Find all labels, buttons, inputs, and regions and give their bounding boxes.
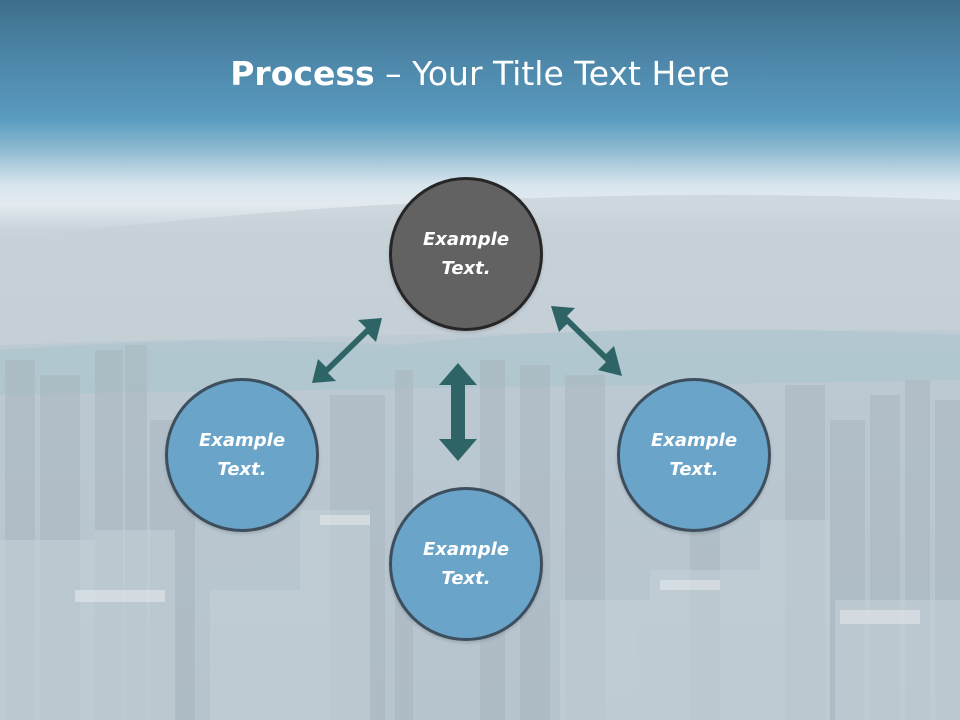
title-bold: Process — [230, 54, 375, 93]
slide-title: Process – Your Title Text Here — [0, 52, 960, 96]
arrow-top-right — [551, 306, 622, 376]
process-node-right: Example Text. — [617, 378, 771, 532]
process-node-bottom: Example Text. — [389, 487, 543, 641]
arrow-top-left — [312, 318, 382, 383]
arrow-vertical — [439, 363, 477, 461]
title-rest: – Your Title Text Here — [374, 54, 730, 93]
node-bottom-label: Example Text. — [422, 539, 510, 589]
process-node-left: Example Text. — [165, 378, 319, 532]
process-node-top: Example Text. — [389, 177, 543, 331]
node-top-label: Example Text. — [422, 229, 510, 279]
node-right-label: Example Text. — [650, 430, 738, 480]
node-left-label: Example Text. — [198, 430, 286, 480]
